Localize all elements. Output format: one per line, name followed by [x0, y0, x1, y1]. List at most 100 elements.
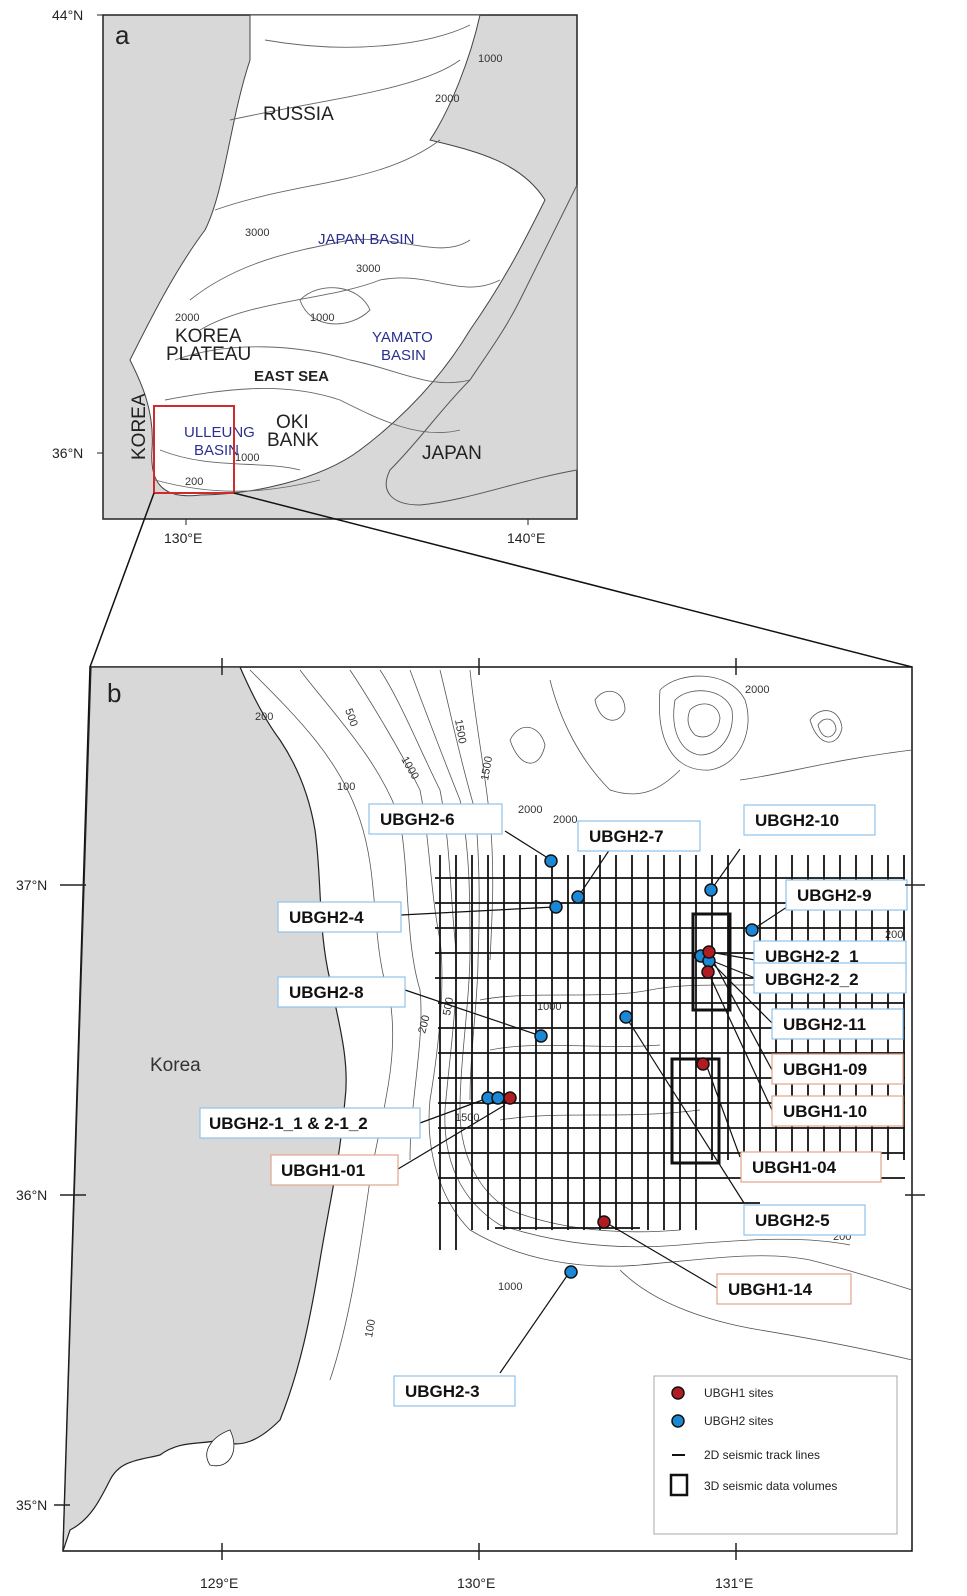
site-label-box	[577, 820, 701, 852]
contour-label: 2000	[435, 93, 459, 105]
site-marker-ubgh2	[704, 883, 718, 897]
region-label-japan: JAPAN	[422, 443, 482, 464]
site-label-ubgh2-4: UBGH2-4	[289, 908, 364, 927]
site-marker-ubgh2	[564, 1265, 578, 1279]
site-label-ubgh2-2-2: UBGH2-2_2	[765, 970, 859, 989]
site-label-ubgh2-2-1: UBGH2-2_1	[765, 947, 859, 966]
3d-seismic-volume-south	[670, 1057, 721, 1165]
contour-label: 3000	[245, 227, 269, 239]
site-marker-ubgh2	[491, 1091, 505, 1105]
legend-ubgh1-label: UBGH1 sites	[704, 1386, 773, 1400]
lon-label: 140°E	[507, 530, 545, 546]
site-label-box	[368, 803, 503, 835]
panel-a-sea	[129, 14, 546, 497]
site-label-ubgh2-9: UBGH2-9	[797, 886, 872, 905]
site-marker-ubgh2	[571, 890, 585, 904]
contour-label: 1000	[478, 53, 502, 65]
lat-label: 37°N	[16, 877, 47, 893]
site-marker-ubgh2	[549, 900, 563, 914]
site-label-ubgh2-11: UBGH2-11	[783, 1015, 866, 1034]
site-label-ubgh2-6: UBGH2-6	[380, 810, 455, 829]
lon-label: 129°E	[200, 1575, 238, 1591]
contour-label: 1500	[479, 755, 495, 781]
site-label-box	[753, 962, 907, 994]
region-label-east-sea: EAST SEA	[254, 368, 329, 385]
site-label-box	[785, 879, 908, 911]
site-label-box	[277, 901, 402, 933]
site-marker-ubgh1	[696, 1057, 710, 1071]
contour-label: 200	[885, 929, 903, 941]
site-label-box	[199, 1107, 421, 1139]
map-legend: UBGH1 sites UBGH2 sites 2D seismic track…	[653, 1375, 898, 1535]
contour-label: 200	[255, 711, 273, 723]
lat-label: 44°N	[52, 7, 83, 23]
panel-b-label: b	[107, 678, 121, 708]
site-label-box	[743, 1204, 866, 1236]
contour-label: 1000	[537, 1001, 561, 1013]
contour-label: 500	[342, 707, 360, 728]
zoom-connector-right	[233, 492, 913, 668]
site-marker-ubgh2	[534, 1029, 548, 1043]
panel-b-detail-map: 200 1000 1500 500 100 1500 2000 2000 200…	[16, 658, 925, 1591]
legend-ubgh2-marker	[671, 1414, 685, 1428]
coast-inlet	[206, 1429, 235, 1467]
site-label-box	[771, 1008, 904, 1040]
site-markers	[481, 854, 759, 1279]
region-label-oki-bank: BANK	[267, 430, 319, 451]
legend-tracks-label: 2D seismic track lines	[704, 1448, 820, 1462]
contour-label: 2000	[745, 684, 769, 696]
contour-label: 1000	[235, 452, 259, 464]
legend-box	[653, 1375, 898, 1535]
site-label-box	[743, 804, 876, 836]
panel-a-index-map: 1000 2000 3000 3000 2000 1000 1000 200 R…	[52, 7, 578, 546]
contour-label: 100	[337, 781, 355, 793]
site-label-box	[393, 1375, 516, 1407]
site-label-box	[740, 1151, 882, 1183]
site-label-ubgh1-01: UBGH1-01	[281, 1161, 365, 1180]
site-label-ubgh2-7: UBGH2-7	[589, 827, 664, 846]
basin-label-japan: JAPAN BASIN	[318, 231, 414, 248]
basin-label-ulleung: BASIN	[194, 442, 239, 459]
legend-ubgh1-marker	[671, 1386, 685, 1400]
contour-label: 200	[185, 476, 203, 488]
lon-label: 130°E	[164, 530, 202, 546]
contour-label: 1000	[498, 1281, 522, 1293]
panel-a-label: a	[115, 20, 130, 50]
site-label-box	[771, 1095, 904, 1127]
panel-a-japan-land	[385, 184, 578, 506]
site-label-ubgh2-10: UBGH2-10	[755, 811, 839, 830]
site-marker-ubgh2	[745, 923, 759, 937]
zoom-connector-left	[89, 492, 155, 668]
site-label-ubgh2-5: UBGH2-5	[755, 1211, 830, 1230]
contour-label: 2000	[175, 312, 199, 324]
lat-label: 36°N	[16, 1187, 47, 1203]
contour-label: 1500	[455, 1112, 479, 1124]
site-label-ubgh2-1: UBGH2-1_1 & 2-1_2	[209, 1114, 368, 1133]
site-marker-ubgh1	[597, 1215, 611, 1229]
site-label-ubgh1-14: UBGH1-14	[728, 1280, 813, 1299]
contour-label: 2000	[553, 814, 577, 826]
site-label-ubgh1-04: UBGH1-04	[752, 1158, 837, 1177]
region-label-korea-plateau: KOREA	[175, 326, 242, 347]
site-label-box	[716, 1273, 852, 1305]
site-leader-lines	[397, 830, 791, 1374]
contour-label: 200	[416, 1014, 432, 1035]
contour-label: 100	[363, 1318, 378, 1338]
lon-label: 130°E	[457, 1575, 495, 1591]
3d-seismic-volume-north	[691, 912, 732, 1012]
region-label-oki-bank: OKI	[276, 412, 309, 433]
panel-b-ticks	[54, 658, 925, 1560]
lat-label: 36°N	[52, 445, 83, 461]
lon-label: 131°E	[715, 1575, 753, 1591]
site-label-box	[270, 1154, 399, 1186]
site-marker-ubgh2	[619, 1010, 633, 1024]
site-label-ubgh2-8: UBGH2-8	[289, 983, 364, 1002]
contour-label: 2000	[518, 804, 542, 816]
contour-label: 3000	[356, 263, 380, 275]
site-label-box	[277, 976, 406, 1008]
site-labels: UBGH2-6 UBGH2-7 UBGH2-10 UBGH2-9 UBGH2-4…	[199, 803, 908, 1407]
site-label-box	[771, 1053, 904, 1085]
contour-label: 1000	[310, 312, 334, 324]
contour-label: 1500	[452, 718, 468, 744]
